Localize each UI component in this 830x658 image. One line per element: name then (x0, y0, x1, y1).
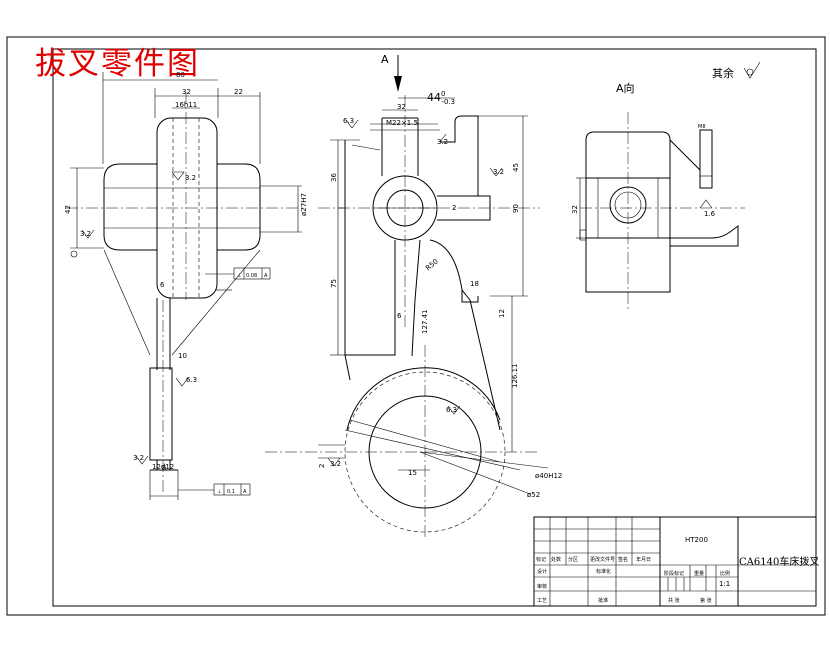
dim-2: 2 (318, 464, 326, 468)
dim-6: 6 (160, 281, 165, 289)
tb-cell-13: 批准 (598, 597, 608, 604)
dim-16h11: 16h11 (175, 101, 197, 109)
dim-32-front: 32 (397, 103, 406, 111)
tolerance-1-datum: A (264, 273, 268, 279)
dim-m8: M8 (698, 124, 706, 130)
svg-text:⊥: ⊥ (237, 273, 241, 279)
roughness-side-2: 3.2 (80, 230, 91, 238)
dim-18: 18 (470, 280, 479, 288)
tb-cell-5: 年月日 (636, 556, 651, 563)
other-roughness-note: 其余 (712, 66, 734, 80)
a-direction-view: A向 32 M8 1.6 其余 (571, 61, 761, 310)
roughness-right-1: 1.6 (704, 210, 716, 218)
roughness-front-2: 3.2 (493, 168, 504, 176)
tb-cell-9: 重量 (694, 570, 704, 577)
tb-cell-11: 审核 (537, 583, 547, 590)
side-view: 80 32 22 16h11 42 ø27H7 3.2 3.2 6.3 10 6… (64, 71, 308, 500)
drawing-title: 拔叉零件图 (35, 46, 200, 82)
dim-22: 22 (234, 88, 243, 96)
dim-2-latch: 2 (452, 204, 456, 212)
dim-6b: 6 (162, 464, 167, 472)
tb-cell-0: 标记 (536, 556, 546, 563)
dim-127: 127.41 (421, 310, 429, 335)
tb-cell-3: 更改文件号 (590, 556, 615, 563)
roughness-side-4: 3.2 (133, 454, 144, 462)
tb-cell-4: 签名 (618, 556, 628, 563)
dim-6-front: 6 (397, 312, 402, 320)
tb-cell-12: 工艺 (537, 598, 547, 604)
title-block-material: HT200 (685, 536, 708, 544)
title-block-drawing-name: CA6140车床拨叉 (739, 555, 819, 568)
dim-80: 80 (176, 71, 185, 79)
tb-cell-10: 比例 (720, 570, 730, 577)
tb-cell-2: 分区 (568, 556, 578, 563)
dim-10: 10 (178, 352, 187, 360)
dim-32: 32 (182, 88, 191, 96)
dim-phi52: ø52 (527, 491, 540, 499)
tolerance-1-value: 0.08 (246, 273, 257, 279)
dim-75: 75 (330, 279, 338, 288)
title-block: HT200 CA6140车床拨叉 1:1 标记 处数 分区 更改文件号 签名 年… (533, 516, 819, 607)
dim-32-right: 32 (571, 205, 579, 214)
tolerance-2-datum: A (243, 489, 247, 495)
roughness-front-1: 6.3 (343, 117, 354, 125)
dim-phi40: ø40H12 (535, 472, 562, 480)
dim-42: 42 (64, 205, 72, 214)
dim-phi27: ø27H7 (300, 193, 308, 216)
dim-90: 90 (512, 204, 520, 213)
svg-text:⊥: ⊥ (217, 489, 221, 495)
roughness-side-3: 6.3 (186, 376, 197, 384)
dim-126: 126.11 (511, 364, 519, 389)
roughness-front-4: 6.3 (446, 406, 457, 414)
title-block-scale: 1:1 (719, 580, 730, 588)
front-view: A (265, 53, 562, 540)
dim-45: 45 (512, 163, 520, 172)
view-a-label: A向 (616, 81, 635, 95)
dim-m22: M22×1.5 (386, 119, 418, 127)
tb-cell-6: 设计 (537, 568, 547, 575)
dim-15: 15 (408, 469, 417, 477)
dim-12: 12 (498, 309, 506, 318)
roughness-front-5: 3.2 (330, 460, 341, 468)
dim-36: 36 (330, 173, 338, 182)
tb-cell-7: 标准化 (596, 568, 611, 575)
tb-cell-1: 处数 (551, 556, 561, 563)
tolerance-frame-2 (213, 483, 251, 496)
tb-cell-14: 共 张 (668, 597, 680, 604)
dim-r50: R50 (424, 257, 440, 272)
sheet-inner-frame (52, 48, 817, 607)
sheet-outer-frame (6, 36, 826, 616)
tolerance-frame-1 (233, 267, 271, 280)
dim-12d12: 12d12 (152, 463, 174, 471)
roughness-side-1: 3.2 (185, 174, 196, 182)
dim-44-tolerance: 440-0.3 (427, 90, 455, 106)
roughness-front-3: 3.2 (437, 138, 448, 146)
tolerance-2-value: 0.1 (227, 489, 235, 495)
tb-cell-15: 第 张 (700, 597, 712, 604)
tb-cell-8: 阶段标记 (664, 570, 684, 577)
view-arrow-label: A (381, 53, 389, 66)
